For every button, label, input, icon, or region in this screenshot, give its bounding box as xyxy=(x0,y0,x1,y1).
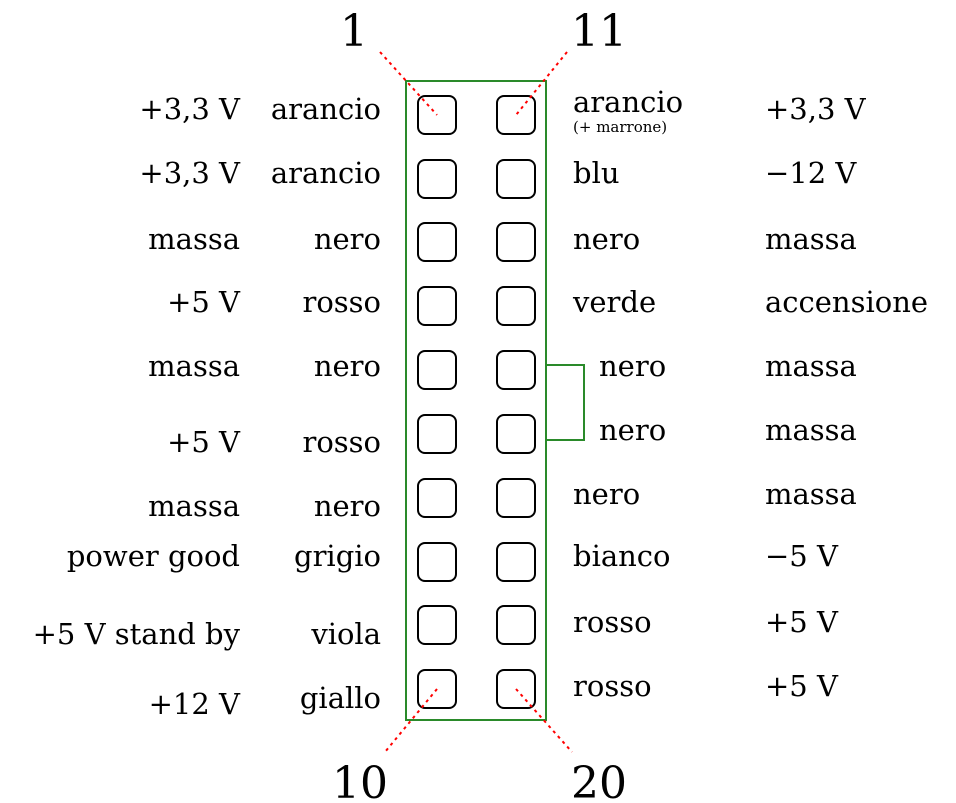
pin-15 xyxy=(496,350,536,390)
right-voltage-14: accensione xyxy=(765,285,929,319)
right-voltage-19: +5 V xyxy=(765,605,838,639)
pin-1 xyxy=(417,95,457,135)
right-wire-color-16: nero xyxy=(599,413,667,447)
right-wire-color-18: bianco xyxy=(573,539,671,573)
right-wire-color-17: nero xyxy=(573,477,641,511)
pin-7 xyxy=(417,478,457,518)
left-wire-color-6: rosso xyxy=(302,425,381,459)
pin-9 xyxy=(417,605,457,645)
pin-4 xyxy=(417,286,457,326)
right-voltage-20: +5 V xyxy=(765,669,838,703)
right-color-note: (+ marrone) xyxy=(573,118,668,136)
right-wire-color-11: arancio xyxy=(573,85,684,119)
left-voltage-6: +5 V xyxy=(167,425,240,459)
right-wire-color-14: verde xyxy=(573,285,657,319)
right-voltage-13: massa xyxy=(765,222,857,256)
left-voltage-5: massa xyxy=(148,349,240,383)
bridge-wire xyxy=(547,364,585,441)
right-wire-color-20: rosso xyxy=(573,669,652,703)
pin-13 xyxy=(496,222,536,262)
pin-14 xyxy=(496,286,536,326)
right-wire-color-19: rosso xyxy=(573,605,652,639)
pin-5 xyxy=(417,350,457,390)
left-voltage-2: +3,3 V xyxy=(139,156,240,190)
marker-pin-1 xyxy=(379,51,438,116)
left-voltage-4: +5 V xyxy=(167,285,240,319)
pin-3 xyxy=(417,222,457,262)
left-voltage-3: massa xyxy=(148,222,240,256)
right-wire-color-15: nero xyxy=(599,349,667,383)
right-wire-color-13: nero xyxy=(573,222,641,256)
pin-20 xyxy=(496,669,536,709)
right-wire-color-12: blu xyxy=(573,156,620,190)
left-wire-color-7: nero xyxy=(313,489,381,523)
pin-6 xyxy=(417,414,457,454)
connector-outline xyxy=(405,80,547,721)
right-voltage-18: −5 V xyxy=(765,539,838,573)
left-wire-color-4: rosso xyxy=(302,285,381,319)
left-wire-color-8: grigio xyxy=(294,539,381,573)
left-voltage-1: +3,3 V xyxy=(139,92,240,126)
pin-19 xyxy=(496,605,536,645)
left-voltage-7: massa xyxy=(148,489,240,523)
pin-markers xyxy=(379,51,573,753)
pin-number-11: 11 xyxy=(571,6,627,57)
left-wire-color-2: arancio xyxy=(270,156,381,190)
pin-12 xyxy=(496,159,536,199)
right-voltage-12: −12 V xyxy=(765,156,857,190)
left-voltage-10: +12 V xyxy=(148,687,240,721)
right-voltage-16: massa xyxy=(765,413,857,447)
left-wire-color-9: viola xyxy=(311,617,381,651)
pin-number-20: 20 xyxy=(571,758,627,803)
right-voltage-17: massa xyxy=(765,477,857,511)
marker-pin-20 xyxy=(515,688,573,753)
pin-17 xyxy=(496,478,536,518)
pin-10 xyxy=(417,669,457,709)
pin-8 xyxy=(417,542,457,582)
pin-2 xyxy=(417,159,457,199)
left-voltage-8: power good xyxy=(66,539,240,573)
pin-number-10: 10 xyxy=(332,758,388,803)
left-wire-color-5: nero xyxy=(313,349,381,383)
pin-11 xyxy=(496,95,536,135)
marker-pin-11 xyxy=(515,51,568,116)
left-wire-color-1: arancio xyxy=(270,92,381,126)
left-wire-color-3: nero xyxy=(313,222,381,256)
right-voltage-11: +3,3 V xyxy=(765,92,866,126)
pins-group xyxy=(417,95,536,709)
pin-16 xyxy=(496,414,536,454)
pin-number-1: 1 xyxy=(340,6,368,57)
pin-18 xyxy=(496,542,536,582)
left-wire-color-10: giallo xyxy=(299,681,381,715)
right-voltage-15: massa xyxy=(765,349,857,383)
left-voltage-9: +5 V stand by xyxy=(32,617,240,651)
